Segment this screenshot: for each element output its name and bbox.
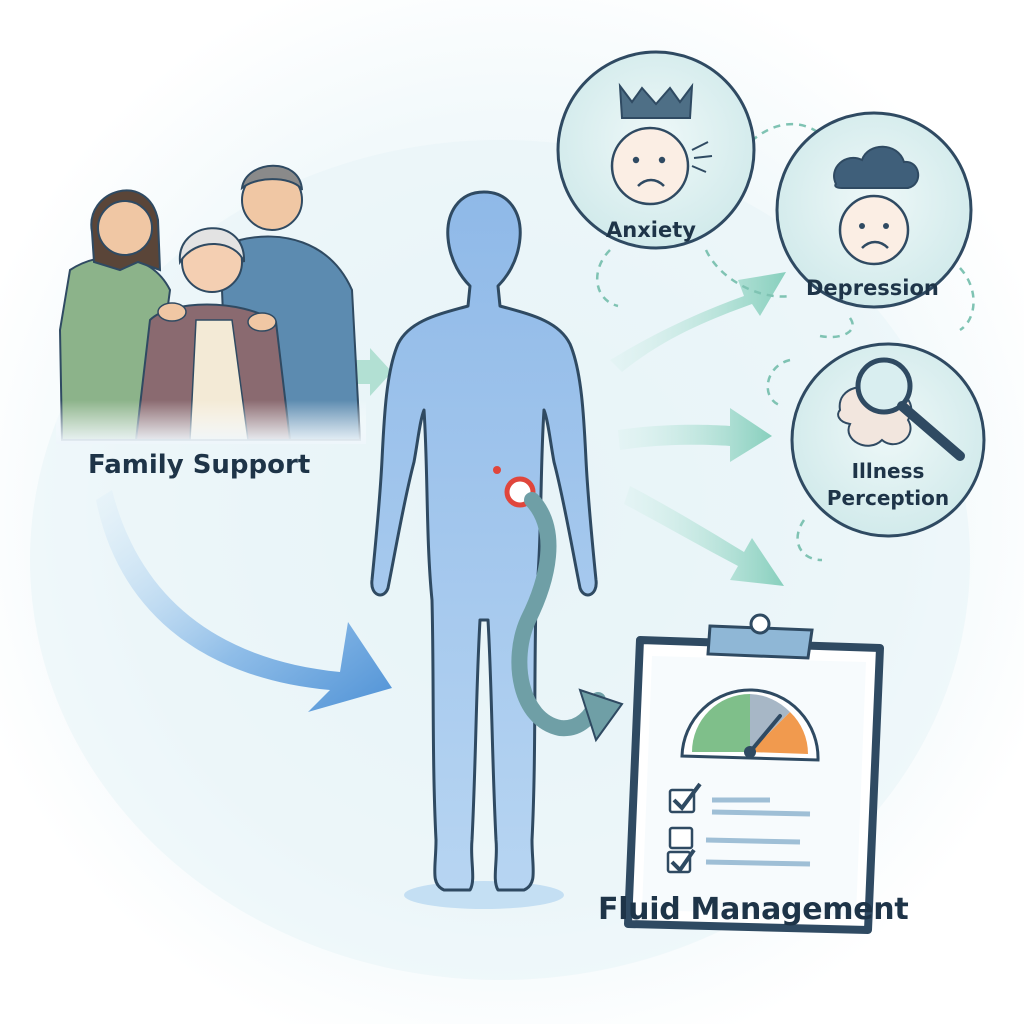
depression-label: Depression [806, 276, 939, 300]
family-to-body-arrow [96, 490, 392, 712]
anxiety-face-icon [610, 126, 690, 206]
depression-circle [775, 111, 973, 309]
anxiety-circle [556, 50, 756, 250]
illness-perception-label: Illness Perception [808, 458, 968, 512]
illness-perception-line2: Perception [826, 486, 950, 510]
illness-perception-line1: Illness [851, 459, 925, 483]
arrow-to-depression [610, 272, 786, 372]
family-support-label: Family Support [88, 450, 311, 480]
checklist [666, 782, 811, 874]
family-group-illustration [56, 164, 366, 444]
catheter-tube [511, 492, 606, 737]
anxiety-label: Anxiety [606, 218, 696, 242]
fluid-management-label: Fluid Management [598, 892, 909, 927]
dashed-connectors [596, 122, 975, 562]
human-body-figure [370, 190, 624, 909]
illness-perception-circle [790, 342, 986, 538]
arrow-to-fluid-management [624, 486, 784, 586]
gauge-icon [680, 688, 820, 762]
sad-face-icon [838, 194, 910, 266]
arrow-to-illness-perception [618, 408, 772, 462]
fluid-management-clipboard [624, 613, 884, 934]
magnifying-glass-icon [855, 357, 913, 415]
rain-cloud-icon [833, 145, 919, 189]
